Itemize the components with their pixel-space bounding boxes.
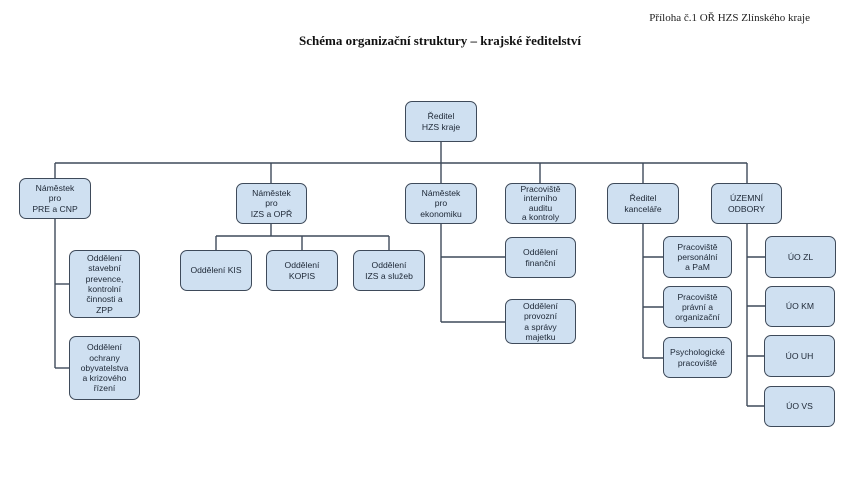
- annex-label: Příloha č.1 OŘ HZS Zlínského kraje: [649, 12, 810, 24]
- node-izs-services: Oddělení IZS a služeb: [353, 250, 425, 291]
- node-uo-zl: ÚO ZL: [765, 236, 836, 278]
- page-title: Schéma organizační struktury – krajské ř…: [298, 33, 581, 48]
- node-civil-protection: Oddělení ochrany obyvatelstva a krizovéh…: [69, 336, 140, 400]
- node-territorial: ÚZEMNÍ ODBORY: [711, 183, 782, 224]
- node-internal-audit: Pracoviště interního auditu a kontroly: [505, 183, 576, 224]
- node-building-prevention: Oddělení stavební prevence, kontrolní či…: [69, 250, 140, 318]
- node-legal: Pracoviště právní a organizační: [663, 286, 732, 328]
- node-director: Ředitel HZS kraje: [405, 101, 477, 142]
- node-deputy-economy: Náměstek pro ekonomiku: [405, 183, 477, 224]
- node-kis: Oddělení KIS: [180, 250, 252, 291]
- node-deputy-pre: Náměstek pro PRE a CNP: [19, 178, 91, 219]
- node-psychology: Psychologické pracoviště: [663, 337, 732, 378]
- node-finance: Oddělení finanční: [505, 237, 576, 278]
- node-uo-km: ÚO KM: [765, 286, 835, 327]
- node-personnel: Pracoviště personální a PaM: [663, 236, 732, 278]
- node-kopis: Oddělení KOPIS: [266, 250, 338, 291]
- node-deputy-izs: Náměstek pro IZS a OPŘ: [236, 183, 307, 224]
- node-operations: Oddělení provozní a správy majetku: [505, 299, 576, 344]
- node-uo-vs: ÚO VS: [764, 386, 835, 427]
- node-uo-uh: ÚO UH: [764, 335, 835, 377]
- node-office-director: Ředitel kanceláře: [607, 183, 679, 224]
